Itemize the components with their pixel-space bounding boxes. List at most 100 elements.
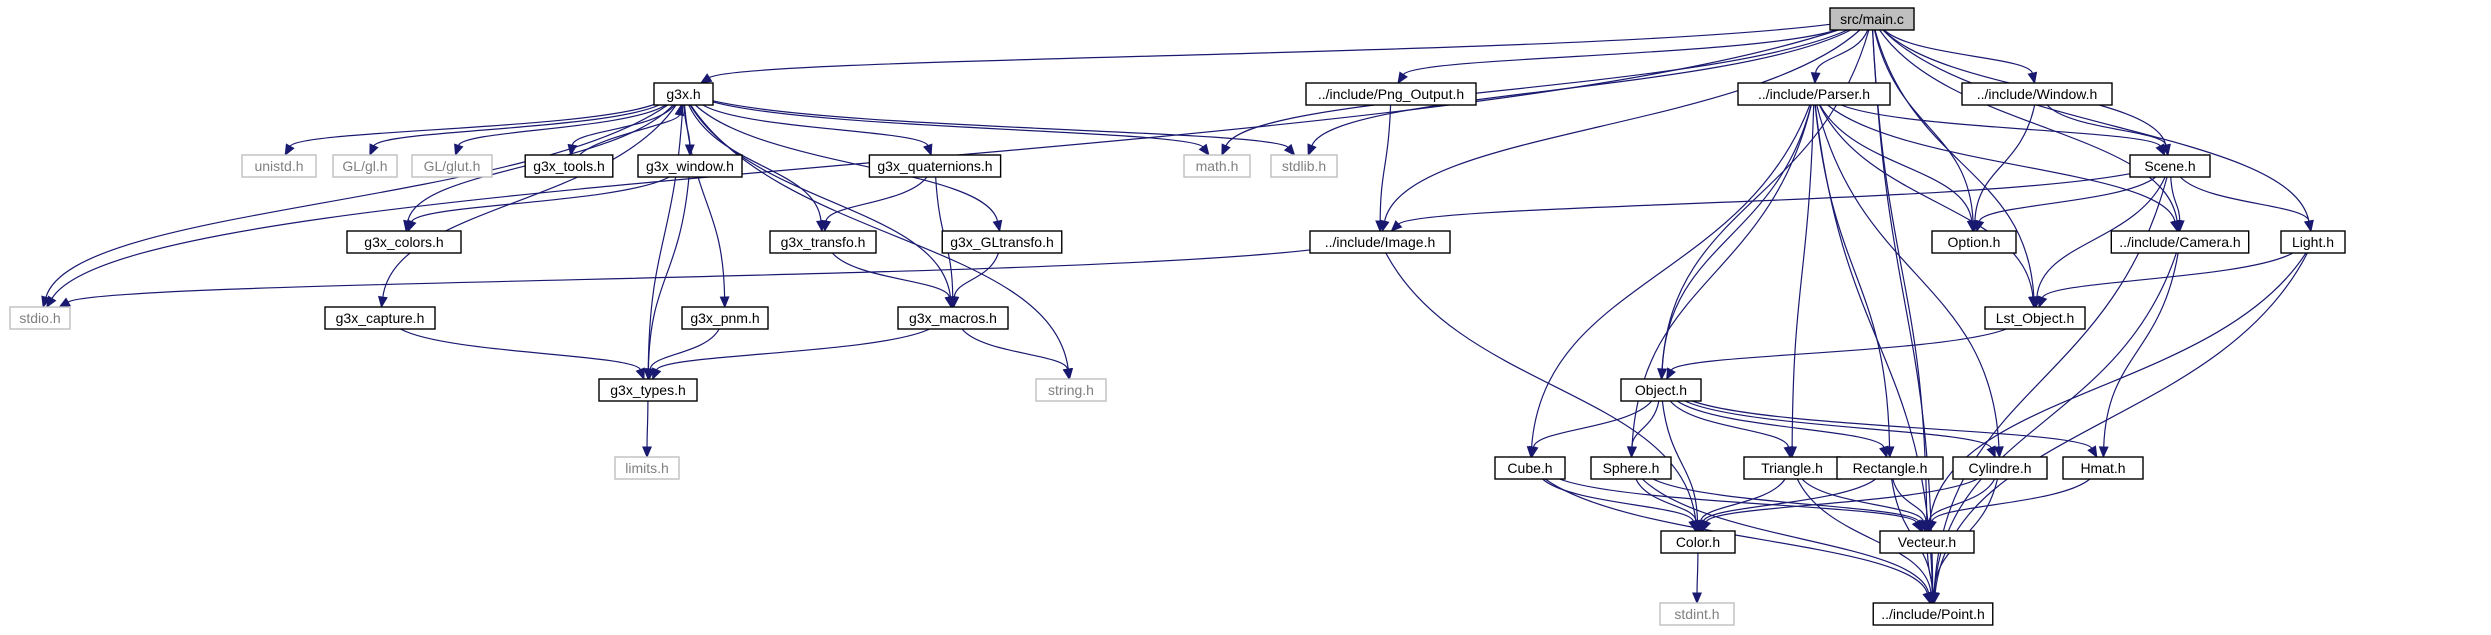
file-node-stdint: stdint.h xyxy=(1659,602,1735,626)
file-node-parser[interactable]: ../include/Parser.h xyxy=(1737,82,1891,106)
edge-line xyxy=(2036,176,2166,298)
arrowhead-icon xyxy=(2304,219,2314,233)
file-node-window[interactable]: ../include/Window.h xyxy=(1961,82,2113,106)
edge-g3xgltransfo-to-g3xmacros xyxy=(949,252,1000,309)
file-node-scene[interactable]: Scene.h xyxy=(2129,154,2211,178)
file-node-triangle[interactable]: Triangle.h xyxy=(1743,456,1841,480)
edge-line xyxy=(831,252,951,298)
node-box xyxy=(1952,456,2048,480)
file-node-hmat[interactable]: Hmat.h xyxy=(2062,456,2144,480)
edge-object-to-cylindre xyxy=(1684,400,1996,459)
file-node-math: math.h xyxy=(1183,154,1251,178)
edge-light-to-lstobject xyxy=(2037,252,2294,309)
edge-line xyxy=(1532,400,1653,448)
node-label: ../include/Window.h xyxy=(1977,86,2098,102)
edge-line xyxy=(1892,478,1927,522)
node-label: g3x_window.h xyxy=(646,158,734,174)
file-node-camera[interactable]: ../include/Camera.h xyxy=(2110,230,2250,254)
edge-line xyxy=(1791,104,1815,448)
edge-object-to-sphere xyxy=(1626,400,1660,459)
edge-line xyxy=(961,328,1069,370)
file-node-g3xcolors[interactable]: g3x_colors.h xyxy=(346,230,462,254)
file-node-sphere[interactable]: Sphere.h xyxy=(1590,456,1672,480)
edge-g3x-to-stdio xyxy=(41,104,669,309)
node-label: Lst_Object.h xyxy=(1996,310,2075,326)
node-label: Triangle.h xyxy=(1761,460,1823,476)
node-box xyxy=(2110,230,2250,254)
node-box xyxy=(1836,456,1944,480)
node-label: g3x_GLtransfo.h xyxy=(950,234,1054,250)
node-box xyxy=(1984,306,2086,330)
arrowhead-icon xyxy=(992,219,1003,233)
arrowhead-icon xyxy=(1283,143,1296,156)
arrowhead-icon xyxy=(949,296,960,309)
edge-line xyxy=(1661,400,1699,522)
edge-line xyxy=(683,104,726,298)
arrowhead-icon xyxy=(407,219,417,233)
edge-parser-to-lstobject xyxy=(1818,104,2038,309)
file-node-g3xquat[interactable]: g3x_quaternions.h xyxy=(868,154,1002,178)
file-node-g3xpnm[interactable]: g3x_pnm.h xyxy=(681,306,769,330)
file-node-g3xtransfo[interactable]: g3x_transfo.h xyxy=(769,230,877,254)
file-node-image[interactable]: ../include/Image.h xyxy=(1309,230,1451,254)
node-box xyxy=(524,154,614,178)
edge-main-to-camera xyxy=(1879,29,2182,233)
edge-g3x-to-glgl xyxy=(369,104,660,157)
node-label: Cube.h xyxy=(1507,460,1552,476)
edge-vecteur-to-point xyxy=(1926,552,1938,605)
node-box xyxy=(346,230,462,254)
file-node-g3xcapture[interactable]: g3x_capture.h xyxy=(324,306,436,330)
edge-line xyxy=(1635,478,1697,522)
file-node-g3xgltransfo[interactable]: g3x_GLtransfo.h xyxy=(941,230,1063,254)
edge-line xyxy=(646,400,649,448)
node-box xyxy=(2280,230,2346,254)
file-node-rectangle[interactable]: Rectangle.h xyxy=(1836,456,1944,480)
edge-line xyxy=(1926,552,1934,594)
edge-g3x-to-unistd xyxy=(284,103,655,157)
edge-cylindre-to-color xyxy=(1701,478,1978,533)
node-box xyxy=(1659,602,1735,626)
file-node-cylindre[interactable]: Cylindre.h xyxy=(1952,456,2048,480)
edge-main-to-parser xyxy=(1810,29,1869,85)
node-box xyxy=(1305,82,1477,106)
file-node-light[interactable]: Light.h xyxy=(2280,230,2346,254)
edge-line xyxy=(1684,400,1992,449)
edge-window-to-scene xyxy=(2046,104,2171,157)
node-box xyxy=(1620,378,1702,402)
file-node-color[interactable]: Color.h xyxy=(1660,530,1736,554)
file-node-lstobject[interactable]: Lst_Object.h xyxy=(1984,306,2086,330)
file-node-stdio: stdio.h xyxy=(9,306,71,330)
edge-line xyxy=(709,23,1831,79)
node-label: ../include/Point.h xyxy=(1881,606,1985,622)
edge-line xyxy=(1398,173,2131,225)
edge-line xyxy=(1379,104,1392,222)
node-box xyxy=(868,154,1002,178)
file-node-main[interactable]: src/main.c xyxy=(1829,7,1915,31)
file-node-g3xwindow[interactable]: g3x_window.h xyxy=(637,154,743,178)
node-label: g3x.h xyxy=(666,86,700,102)
arrowhead-icon xyxy=(674,103,685,117)
file-node-png[interactable]: ../include/Png_Output.h xyxy=(1305,82,1477,106)
file-node-g3xtypes[interactable]: g3x_types.h xyxy=(598,378,698,402)
edge-line xyxy=(1818,104,2034,298)
file-node-object[interactable]: Object.h xyxy=(1620,378,1702,402)
file-node-vecteur[interactable]: Vecteur.h xyxy=(1879,530,1975,554)
file-node-point[interactable]: ../include/Point.h xyxy=(1872,602,1994,626)
edge-g3xtools-to-g3x xyxy=(579,103,685,156)
file-node-glglut: GL/glut.h xyxy=(411,154,493,178)
file-node-g3xmacros[interactable]: g3x_macros.h xyxy=(897,306,1009,330)
file-node-option[interactable]: Option.h xyxy=(1931,230,2017,254)
file-node-cube[interactable]: Cube.h xyxy=(1494,456,1566,480)
edge-line xyxy=(1705,478,1978,523)
file-node-string: string.h xyxy=(1035,378,1107,402)
node-box xyxy=(332,154,398,178)
file-node-g3x[interactable]: g3x.h xyxy=(653,82,714,106)
node-box xyxy=(1660,530,1736,554)
edge-line xyxy=(1670,328,2007,371)
file-node-g3xtools[interactable]: g3x_tools.h xyxy=(524,154,614,178)
edge-scene-to-image xyxy=(1390,173,2131,232)
edge-window-to-option xyxy=(1969,104,2036,233)
edge-line xyxy=(1700,478,1786,522)
edge-scene-to-light xyxy=(2179,176,2314,233)
